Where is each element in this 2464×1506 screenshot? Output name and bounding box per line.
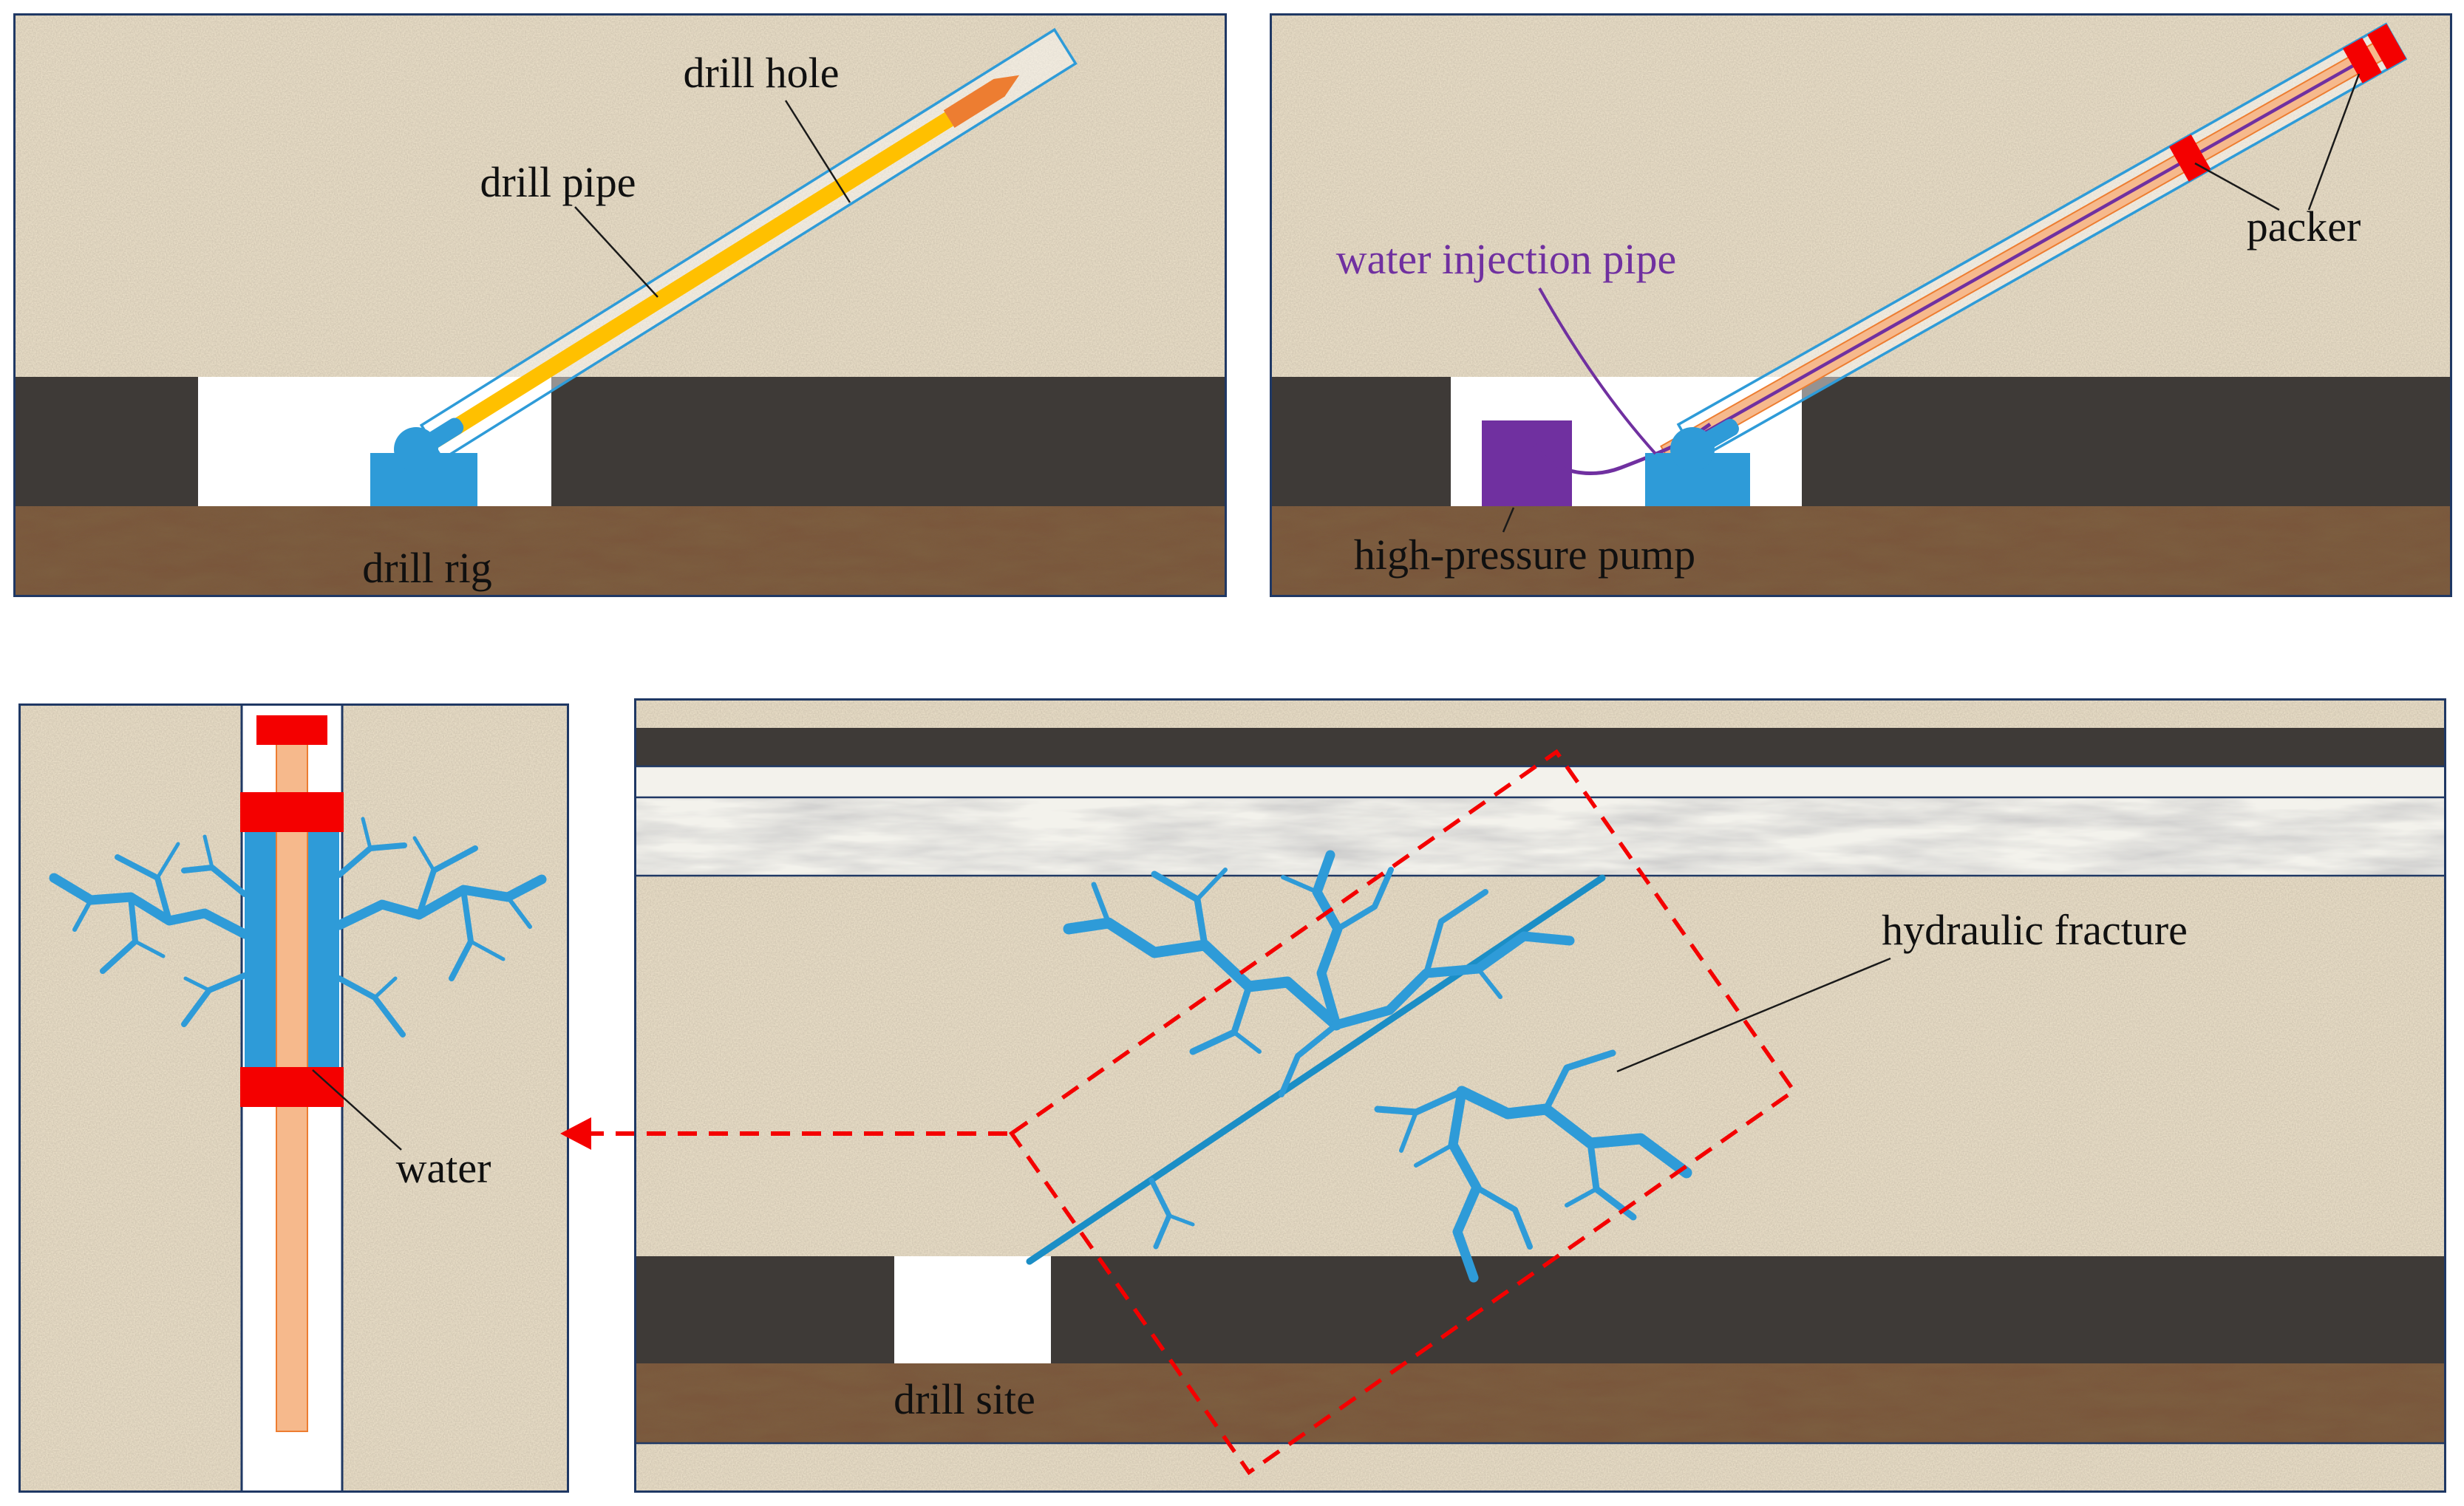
panel-fracturing-canvas: hydraulic fracture drill site [560, 698, 2446, 1493]
leader-drill-hole [784, 100, 851, 203]
coal-seam-layer [13, 377, 1227, 506]
light-stratum [634, 766, 2446, 797]
leader-pump [1502, 507, 1515, 533]
drill-rig-mast [1700, 418, 1739, 449]
fracture-highlight-box [1008, 749, 1797, 1476]
packer-lower [240, 1067, 344, 1107]
drill-rig-mast [425, 418, 464, 449]
panel-frame [634, 698, 2446, 1493]
wellhead-cap [256, 715, 327, 745]
water-injection-pipe [1674, 54, 2371, 451]
coal-seam-layer [1270, 377, 2452, 506]
label-high-pressure-pump: high-pressure pump [1354, 531, 1695, 579]
packer-3 [2367, 24, 2406, 70]
drill-site-cutout [894, 1256, 1051, 1363]
panel-injection-canvas: water injection pipe packer high-pressur… [1270, 13, 2452, 597]
label-water-injection-pipe: water injection pipe [1336, 235, 1677, 283]
panel-injection: water injection pipe packer high-pressur… [1270, 13, 2452, 597]
panel-fracturing: hydraulic fracture drill site [560, 698, 2446, 1493]
leader-packer-1 [2194, 162, 2280, 211]
soil-texture [1270, 506, 2452, 597]
marble-texture [634, 797, 2446, 876]
label-drill-pipe: drill pipe [480, 158, 636, 206]
panel-drilling-canvas: drill hole drill pipe drill rig [13, 13, 1227, 597]
drill-pipe [406, 108, 960, 463]
packer-upper [240, 792, 344, 832]
detail-zoom-arrow-head [560, 1117, 591, 1150]
drill-bit [943, 75, 1020, 128]
soil-texture [634, 1363, 2446, 1443]
drill-rig [370, 418, 477, 506]
leader-packer-2 [2307, 73, 2361, 211]
detail-zoom-arrow [560, 1117, 1007, 1150]
packer-1 [2169, 134, 2211, 182]
high-pressure-pump [1482, 420, 1572, 506]
fracture-left [49, 834, 250, 1027]
leader-drill-pipe [574, 206, 658, 298]
label-drill-rig: drill rig [362, 544, 492, 592]
fracture-right [334, 817, 547, 1037]
drill-rig [1645, 418, 1750, 506]
label-hydraulic-fracture: hydraulic fracture [1882, 906, 2188, 954]
panel-frame [18, 703, 569, 1493]
leader-hydraulic-fracture [1616, 957, 1891, 1073]
fracture-upper [1063, 850, 1575, 1097]
label-drill-hole: drill hole [683, 49, 839, 97]
packer-2 [2343, 37, 2382, 84]
leader-water-injection-pipe [1538, 287, 1657, 455]
panel-frame [1270, 13, 2452, 597]
fracture-lower [1148, 1049, 1692, 1283]
panel-packer-detail-canvas: water [18, 703, 569, 1493]
panel-packer-detail: water [18, 703, 569, 1493]
label-drill-site: drill site [894, 1375, 1035, 1423]
borehole-line [1026, 874, 1606, 1265]
label-packer: packer [2247, 202, 2361, 251]
label-water: water [396, 1144, 491, 1192]
injection-hole-group [1660, 22, 2408, 464]
upper-dark-stratum [634, 728, 2446, 766]
panel-frame [13, 13, 1227, 597]
soil-texture [13, 506, 1227, 597]
leader-water [312, 1069, 402, 1151]
panel-drilling: drill hole drill pipe drill rig [13, 13, 1227, 597]
